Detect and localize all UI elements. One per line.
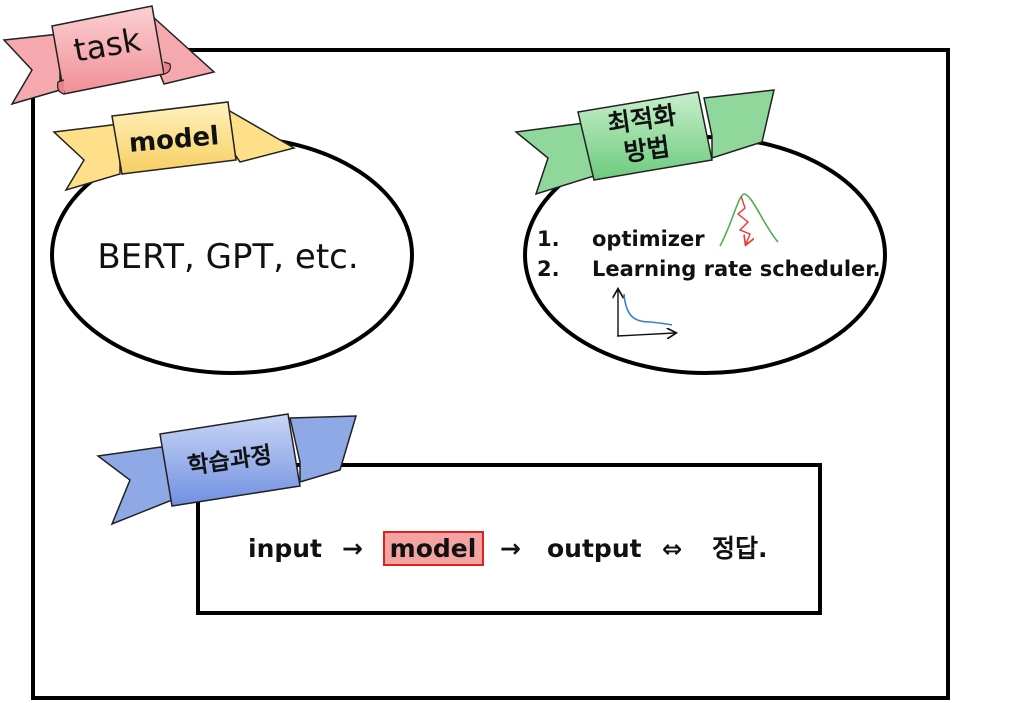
model-banner: model [52, 101, 296, 192]
optimization-banner-line2: 방법 [622, 132, 672, 167]
flow-answer: 정답. [712, 534, 768, 563]
scheduler-sketch-icon [617, 290, 675, 336]
flow-model-highlight [383, 531, 484, 566]
flow-compare-icon: ⇔ [662, 535, 682, 563]
optimizer-sketch-icon [719, 193, 779, 246]
flow-model: model [390, 534, 477, 563]
optimization-banner: 최적화 방법 [514, 89, 775, 196]
optimization-item-1-number: 1. [537, 227, 560, 251]
optimization-item-1-label: optimizer [592, 227, 705, 251]
optimization-item-2-number: 2. [537, 257, 560, 281]
flow-arrow-2: → [500, 534, 521, 563]
flow-arrow-1: → [342, 534, 363, 563]
training-banner: 학습과정 [96, 413, 358, 526]
flow-input: input [248, 534, 322, 563]
task-banner: task [2, 5, 216, 106]
training-box [196, 463, 822, 615]
flow-output: output [547, 534, 642, 563]
optimization-item-2-label: Learning rate scheduler. [592, 257, 881, 281]
model-ellipse-text: BERT, GPT, etc. [97, 237, 358, 277]
